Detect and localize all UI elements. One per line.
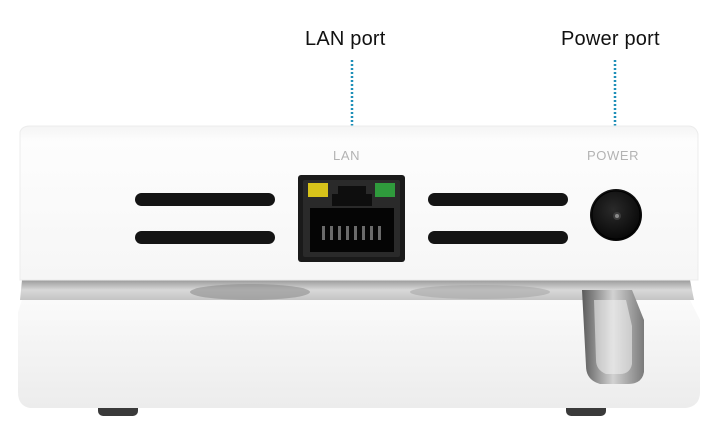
power-port-marking: POWER (587, 148, 640, 163)
ethernet-rj45-port-icon (298, 175, 405, 262)
bottom-shell (18, 300, 700, 408)
vent-right-bottom (428, 231, 568, 244)
lan-led-right (375, 183, 395, 197)
vent-left-top (135, 193, 275, 206)
lan-led-left (308, 183, 328, 197)
dc-barrel-jack-icon (590, 189, 642, 241)
vent-right-top (428, 193, 568, 206)
lan-port-marking: LAN (333, 148, 361, 163)
lan-port-callout-label: LAN port (305, 28, 386, 50)
power-port-callout-label: Power port (561, 28, 660, 50)
vent-left-bottom (135, 231, 275, 244)
